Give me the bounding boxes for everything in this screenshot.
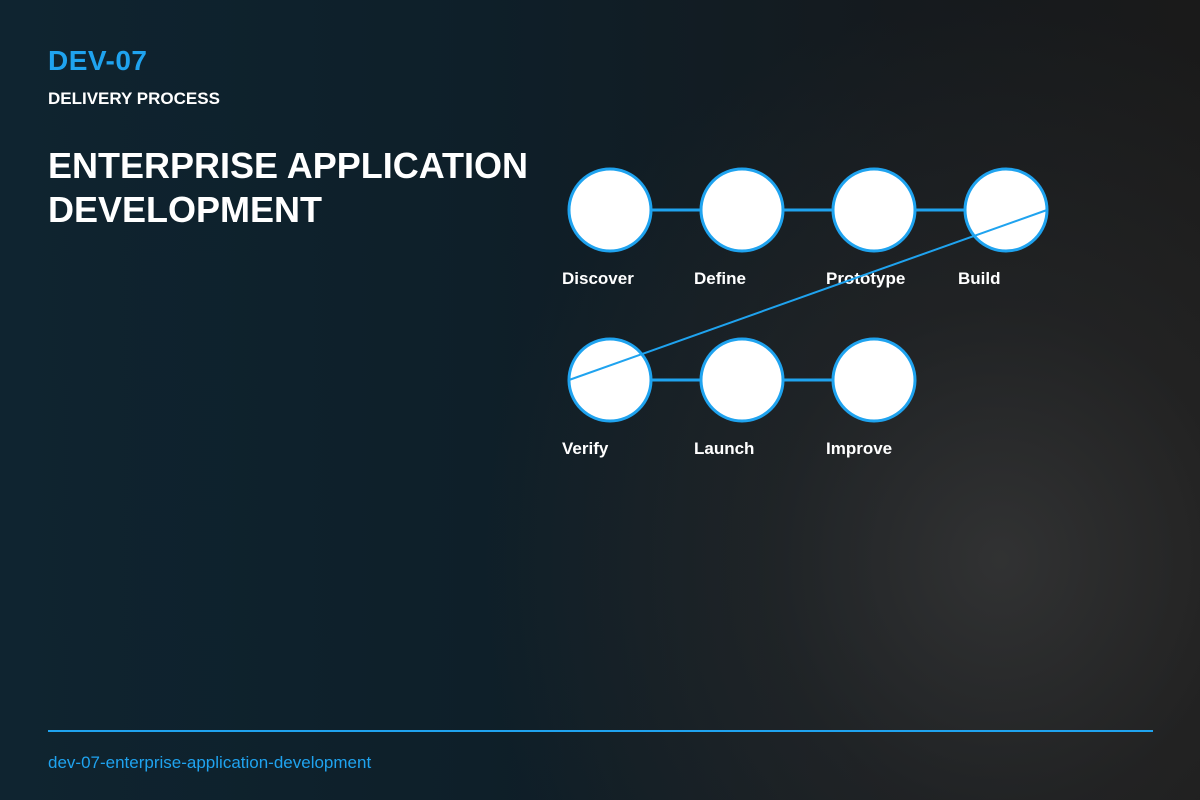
step-node-verify bbox=[567, 337, 653, 423]
section-code: DEV-07 bbox=[48, 45, 148, 76]
step-node-define bbox=[699, 167, 785, 253]
step-node-launch bbox=[699, 337, 785, 423]
step-label-build: Build bbox=[958, 269, 1001, 288]
step-node-improve bbox=[831, 337, 917, 423]
step-label-prototype: Prototype bbox=[826, 269, 905, 288]
step-node-prototype bbox=[831, 167, 917, 253]
step-label-define: Define bbox=[694, 269, 746, 288]
section-kicker: DELIVERY PROCESS bbox=[48, 89, 220, 108]
step-label-launch: Launch bbox=[694, 439, 754, 458]
page-title: ENTERPRISE APPLICATION DEVELOPMENT bbox=[48, 145, 529, 230]
step-label-improve: Improve bbox=[826, 439, 892, 458]
step-label-verify: Verify bbox=[562, 439, 609, 458]
footer-divider bbox=[48, 730, 1153, 732]
footer-slug: dev-07-enterprise-application-developmen… bbox=[48, 753, 372, 772]
step-node-build bbox=[963, 167, 1049, 253]
connector-wrap-3 bbox=[568, 209, 1048, 381]
step-node-discover bbox=[567, 167, 653, 253]
step-label-discover: Discover bbox=[562, 269, 634, 288]
